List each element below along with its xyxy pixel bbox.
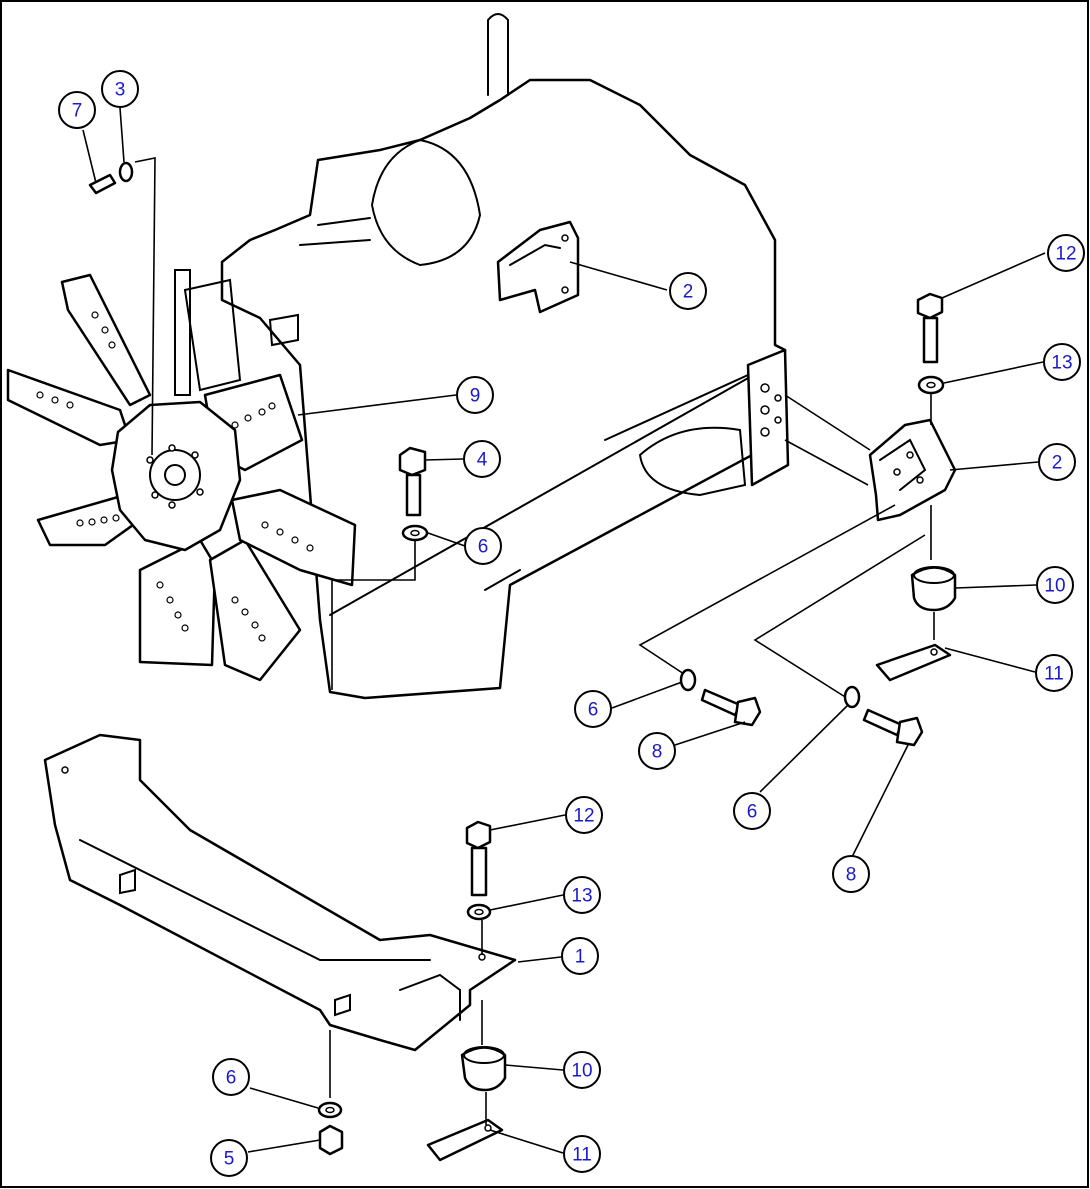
fan-bolt bbox=[88, 173, 117, 195]
callout-2-rear: 2 bbox=[1038, 443, 1076, 481]
svg-text:10: 10 bbox=[571, 1061, 592, 1082]
svg-text:9: 9 bbox=[470, 386, 481, 407]
svg-text:11: 11 bbox=[1044, 664, 1064, 685]
callout-5: 5 bbox=[210, 1139, 248, 1177]
svg-text:4: 4 bbox=[477, 450, 488, 471]
svg-text:6: 6 bbox=[588, 700, 599, 721]
callout-10-front: 10 bbox=[563, 1051, 601, 1089]
cooling-fan bbox=[6, 273, 357, 682]
bolt-4 bbox=[398, 446, 427, 517]
callout-6-rear-left: 6 bbox=[574, 690, 612, 728]
svg-text:5: 5 bbox=[224, 1149, 235, 1170]
svg-text:3: 3 bbox=[115, 80, 126, 101]
callout-11-front: 11 bbox=[563, 1135, 601, 1173]
bolt-12-front bbox=[465, 820, 492, 897]
washer-6-rear-left bbox=[679, 668, 697, 692]
rubber-mount-rear bbox=[910, 566, 957, 612]
svg-text:12: 12 bbox=[573, 806, 594, 827]
front-engine-bracket bbox=[496, 220, 580, 314]
callout-10-rear: 10 bbox=[1036, 566, 1074, 604]
washer-13-front bbox=[466, 903, 492, 921]
nut-5 bbox=[318, 1124, 344, 1156]
callout-6-rear-right: 6 bbox=[733, 792, 771, 830]
rubber-mount-front bbox=[460, 1046, 507, 1092]
washer-6-lower bbox=[317, 1101, 343, 1119]
svg-text:6: 6 bbox=[226, 1068, 237, 1089]
svg-text:8: 8 bbox=[652, 742, 663, 763]
callout-8-rear-left: 8 bbox=[638, 732, 676, 770]
mount-plate-rear bbox=[875, 643, 952, 682]
svg-text:11: 11 bbox=[572, 1145, 592, 1166]
callout-9: 9 bbox=[456, 376, 494, 414]
svg-text:2: 2 bbox=[1052, 453, 1063, 474]
svg-text:6: 6 bbox=[478, 537, 489, 558]
svg-text:10: 10 bbox=[1044, 576, 1065, 597]
fan-washer bbox=[118, 161, 134, 183]
callout-13-front: 13 bbox=[563, 876, 601, 914]
svg-text:8: 8 bbox=[846, 865, 857, 886]
washer-6-rear-right bbox=[843, 685, 861, 709]
callout-11-rear: 11 bbox=[1035, 654, 1073, 692]
callout-8-rear-right: 8 bbox=[832, 855, 870, 893]
callout-4: 4 bbox=[463, 440, 501, 478]
callout-1: 1 bbox=[561, 937, 599, 975]
washer-13-rear bbox=[917, 375, 945, 395]
svg-text:12: 12 bbox=[1055, 244, 1076, 265]
callout-7: 7 bbox=[58, 91, 96, 129]
svg-text:13: 13 bbox=[571, 886, 592, 907]
svg-text:1: 1 bbox=[575, 947, 586, 968]
bolt-12-rear bbox=[916, 292, 944, 364]
svg-text:13: 13 bbox=[1051, 353, 1072, 374]
leader-lines bbox=[82, 107, 1046, 1154]
svg-text:6: 6 bbox=[747, 802, 758, 823]
callout-3: 3 bbox=[101, 70, 139, 108]
washer-6-front bbox=[401, 524, 429, 542]
bolt-8-rear-left bbox=[700, 688, 762, 727]
front-support bbox=[43, 733, 517, 1052]
rear-engine-bracket bbox=[868, 418, 957, 522]
callout-12-front: 12 bbox=[565, 796, 603, 834]
svg-text:2: 2 bbox=[683, 282, 694, 303]
callout-6-front: 6 bbox=[464, 527, 502, 565]
callout-6-lower: 6 bbox=[212, 1058, 250, 1096]
bolt-8-rear-right bbox=[862, 708, 924, 747]
mount-plate-front bbox=[426, 1118, 504, 1162]
callout-2-front: 2 bbox=[669, 272, 707, 310]
callout-13-rear: 13 bbox=[1043, 343, 1081, 381]
engine-block bbox=[174, 13, 790, 700]
callout-12-rear: 12 bbox=[1047, 234, 1085, 272]
svg-text:7: 7 bbox=[72, 101, 83, 122]
